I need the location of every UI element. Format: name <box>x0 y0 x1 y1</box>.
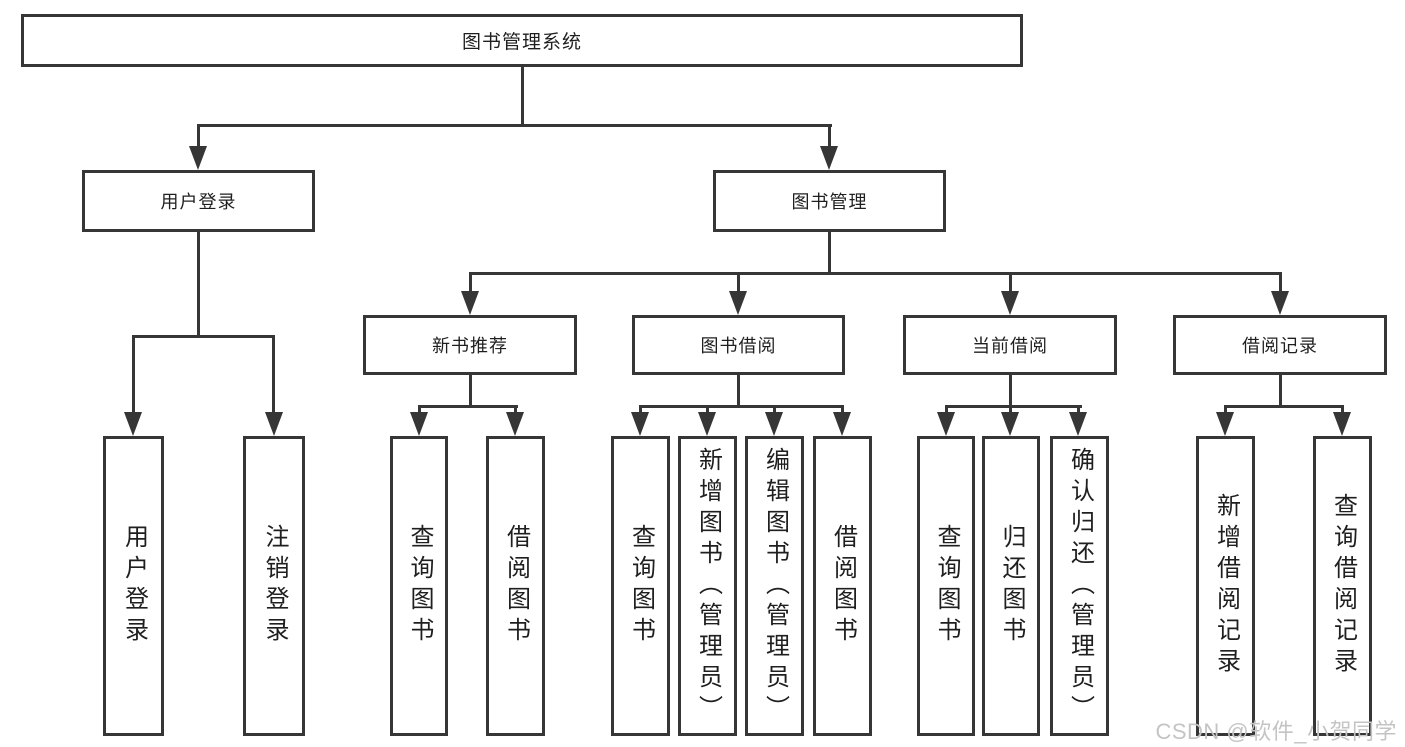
connector-drop <box>514 405 517 415</box>
arrow-down-icon <box>833 412 851 436</box>
connector-drop-book-management <box>828 124 831 150</box>
arrow-down-icon <box>729 291 747 315</box>
leaf-borrowing-query-books-label: 查询图书 <box>627 524 655 648</box>
leaf-current-confirm-return-admin: 确认归还（管理员） <box>1050 436 1109 736</box>
node-book-borrowing-label: 图书借阅 <box>700 336 777 356</box>
connector-book-management-branch <box>469 272 1282 275</box>
arrow-down-icon <box>506 412 524 436</box>
connector-drop <box>1009 405 1012 415</box>
connector-user-login-stem <box>197 232 200 335</box>
connector-drop-leaf-user-login <box>132 335 135 415</box>
leaf-borrowing-query-books: 查询图书 <box>611 436 670 736</box>
connector-user-login-branch <box>132 335 275 338</box>
node-new-book-recommend-label: 新书推荐 <box>432 336 508 356</box>
arrow-down-icon <box>698 412 716 436</box>
connector-drop <box>1341 405 1344 415</box>
node-book-management-label: 图书管理 <box>791 192 868 212</box>
connector-drop <box>706 405 709 415</box>
connector-drop-new-book-recommend <box>469 272 472 294</box>
arrow-down-icon <box>1216 412 1234 436</box>
leaf-user-login-label: 用户登录 <box>120 524 148 648</box>
leaf-records-add-record-label: 新增借阅记录 <box>1212 493 1240 679</box>
leaf-current-return-books: 归还图书 <box>982 436 1040 736</box>
arrow-down-icon <box>765 412 783 436</box>
leaf-current-confirm-return-admin-label: 确认归还（管理员） <box>1066 446 1094 726</box>
leaf-recommend-borrow-books: 借阅图书 <box>486 436 545 736</box>
node-new-book-recommend: 新书推荐 <box>363 315 577 375</box>
connector-records-branch <box>1224 405 1344 408</box>
connector-drop <box>639 405 642 415</box>
leaf-borrowing-edit-books-admin: 编辑图书（管理员） <box>745 436 804 736</box>
connector-root-branch <box>197 124 832 127</box>
leaf-user-login: 用户登录 <box>103 436 164 736</box>
arrow-down-icon <box>1333 412 1351 436</box>
arrow-down-icon <box>631 412 649 436</box>
connector-drop-borrowing-records <box>1279 272 1282 294</box>
leaf-recommend-query-books: 查询图书 <box>390 436 448 736</box>
leaf-records-query-record-label: 查询借阅记录 <box>1329 493 1357 679</box>
connector-recommend-stem <box>469 375 472 405</box>
leaf-borrowing-borrow-books: 借阅图书 <box>813 436 872 736</box>
node-root-label: 图书管理系统 <box>461 32 582 53</box>
connector-recommend-branch <box>418 405 518 408</box>
leaf-current-query-books-label: 查询图书 <box>933 524 960 648</box>
connector-drop-current-borrowing <box>1009 272 1012 294</box>
leaf-borrowing-edit-books-admin-label: 编辑图书（管理员） <box>761 446 789 726</box>
connector-drop <box>418 405 421 415</box>
connector-drop <box>945 405 948 415</box>
connector-root-stem <box>521 67 524 124</box>
arrow-down-icon <box>1001 412 1019 436</box>
leaf-current-return-books-label: 归还图书 <box>998 524 1025 648</box>
leaf-borrowing-add-books-admin-label: 新增图书（管理员） <box>694 446 722 726</box>
leaf-borrowing-add-books-admin: 新增图书（管理员） <box>678 436 737 736</box>
arrow-down-icon <box>937 412 955 436</box>
arrow-down-icon <box>189 146 207 170</box>
connector-current-stem <box>1009 375 1012 405</box>
node-root: 图书管理系统 <box>21 14 1023 67</box>
leaf-recommend-query-books-label: 查询图书 <box>406 524 433 648</box>
leaf-records-add-record: 新增借阅记录 <box>1196 436 1255 736</box>
node-borrowing-records: 借阅记录 <box>1173 315 1387 375</box>
connector-drop <box>1077 405 1080 415</box>
arrow-down-icon <box>1069 412 1087 436</box>
connector-book-management-stem <box>828 232 831 272</box>
leaf-logout: 注销登录 <box>243 436 305 736</box>
connector-drop <box>773 405 776 415</box>
node-borrowing-records-label: 借阅记录 <box>1242 336 1318 356</box>
connector-drop-book-borrowing <box>737 272 740 294</box>
arrow-down-icon <box>461 291 479 315</box>
node-book-management: 图书管理 <box>713 170 946 232</box>
connector-borrowing-stem <box>737 375 740 405</box>
csdn-watermark: CSDN @软件_小贺同学 <box>1155 719 1397 744</box>
leaf-records-query-record: 查询借阅记录 <box>1313 436 1372 736</box>
node-current-borrowing: 当前借阅 <box>903 315 1117 375</box>
arrow-down-icon <box>410 412 428 436</box>
connector-records-stem <box>1279 375 1282 405</box>
node-book-borrowing: 图书借阅 <box>632 315 845 375</box>
arrow-down-icon <box>1271 291 1289 315</box>
connector-drop-user-login <box>197 124 200 150</box>
arrow-down-icon <box>265 412 283 436</box>
leaf-recommend-borrow-books-label: 借阅图书 <box>502 524 530 648</box>
connector-drop-leaf-logout <box>272 335 275 415</box>
connector-drop <box>1224 405 1227 415</box>
arrow-down-icon <box>820 146 838 170</box>
leaf-current-query-books: 查询图书 <box>917 436 975 736</box>
arrow-down-icon <box>124 412 142 436</box>
arrow-down-icon <box>1001 291 1019 315</box>
leaf-logout-label: 注销登录 <box>261 524 288 648</box>
node-current-borrowing-label: 当前借阅 <box>972 336 1048 356</box>
node-user-login-label: 用户登录 <box>160 192 237 212</box>
connector-borrowing-branch <box>639 405 844 408</box>
node-user-login: 用户登录 <box>82 170 315 232</box>
leaf-borrowing-borrow-books-label: 借阅图书 <box>829 524 857 648</box>
connector-current-branch <box>945 405 1082 408</box>
connector-drop <box>841 405 844 415</box>
